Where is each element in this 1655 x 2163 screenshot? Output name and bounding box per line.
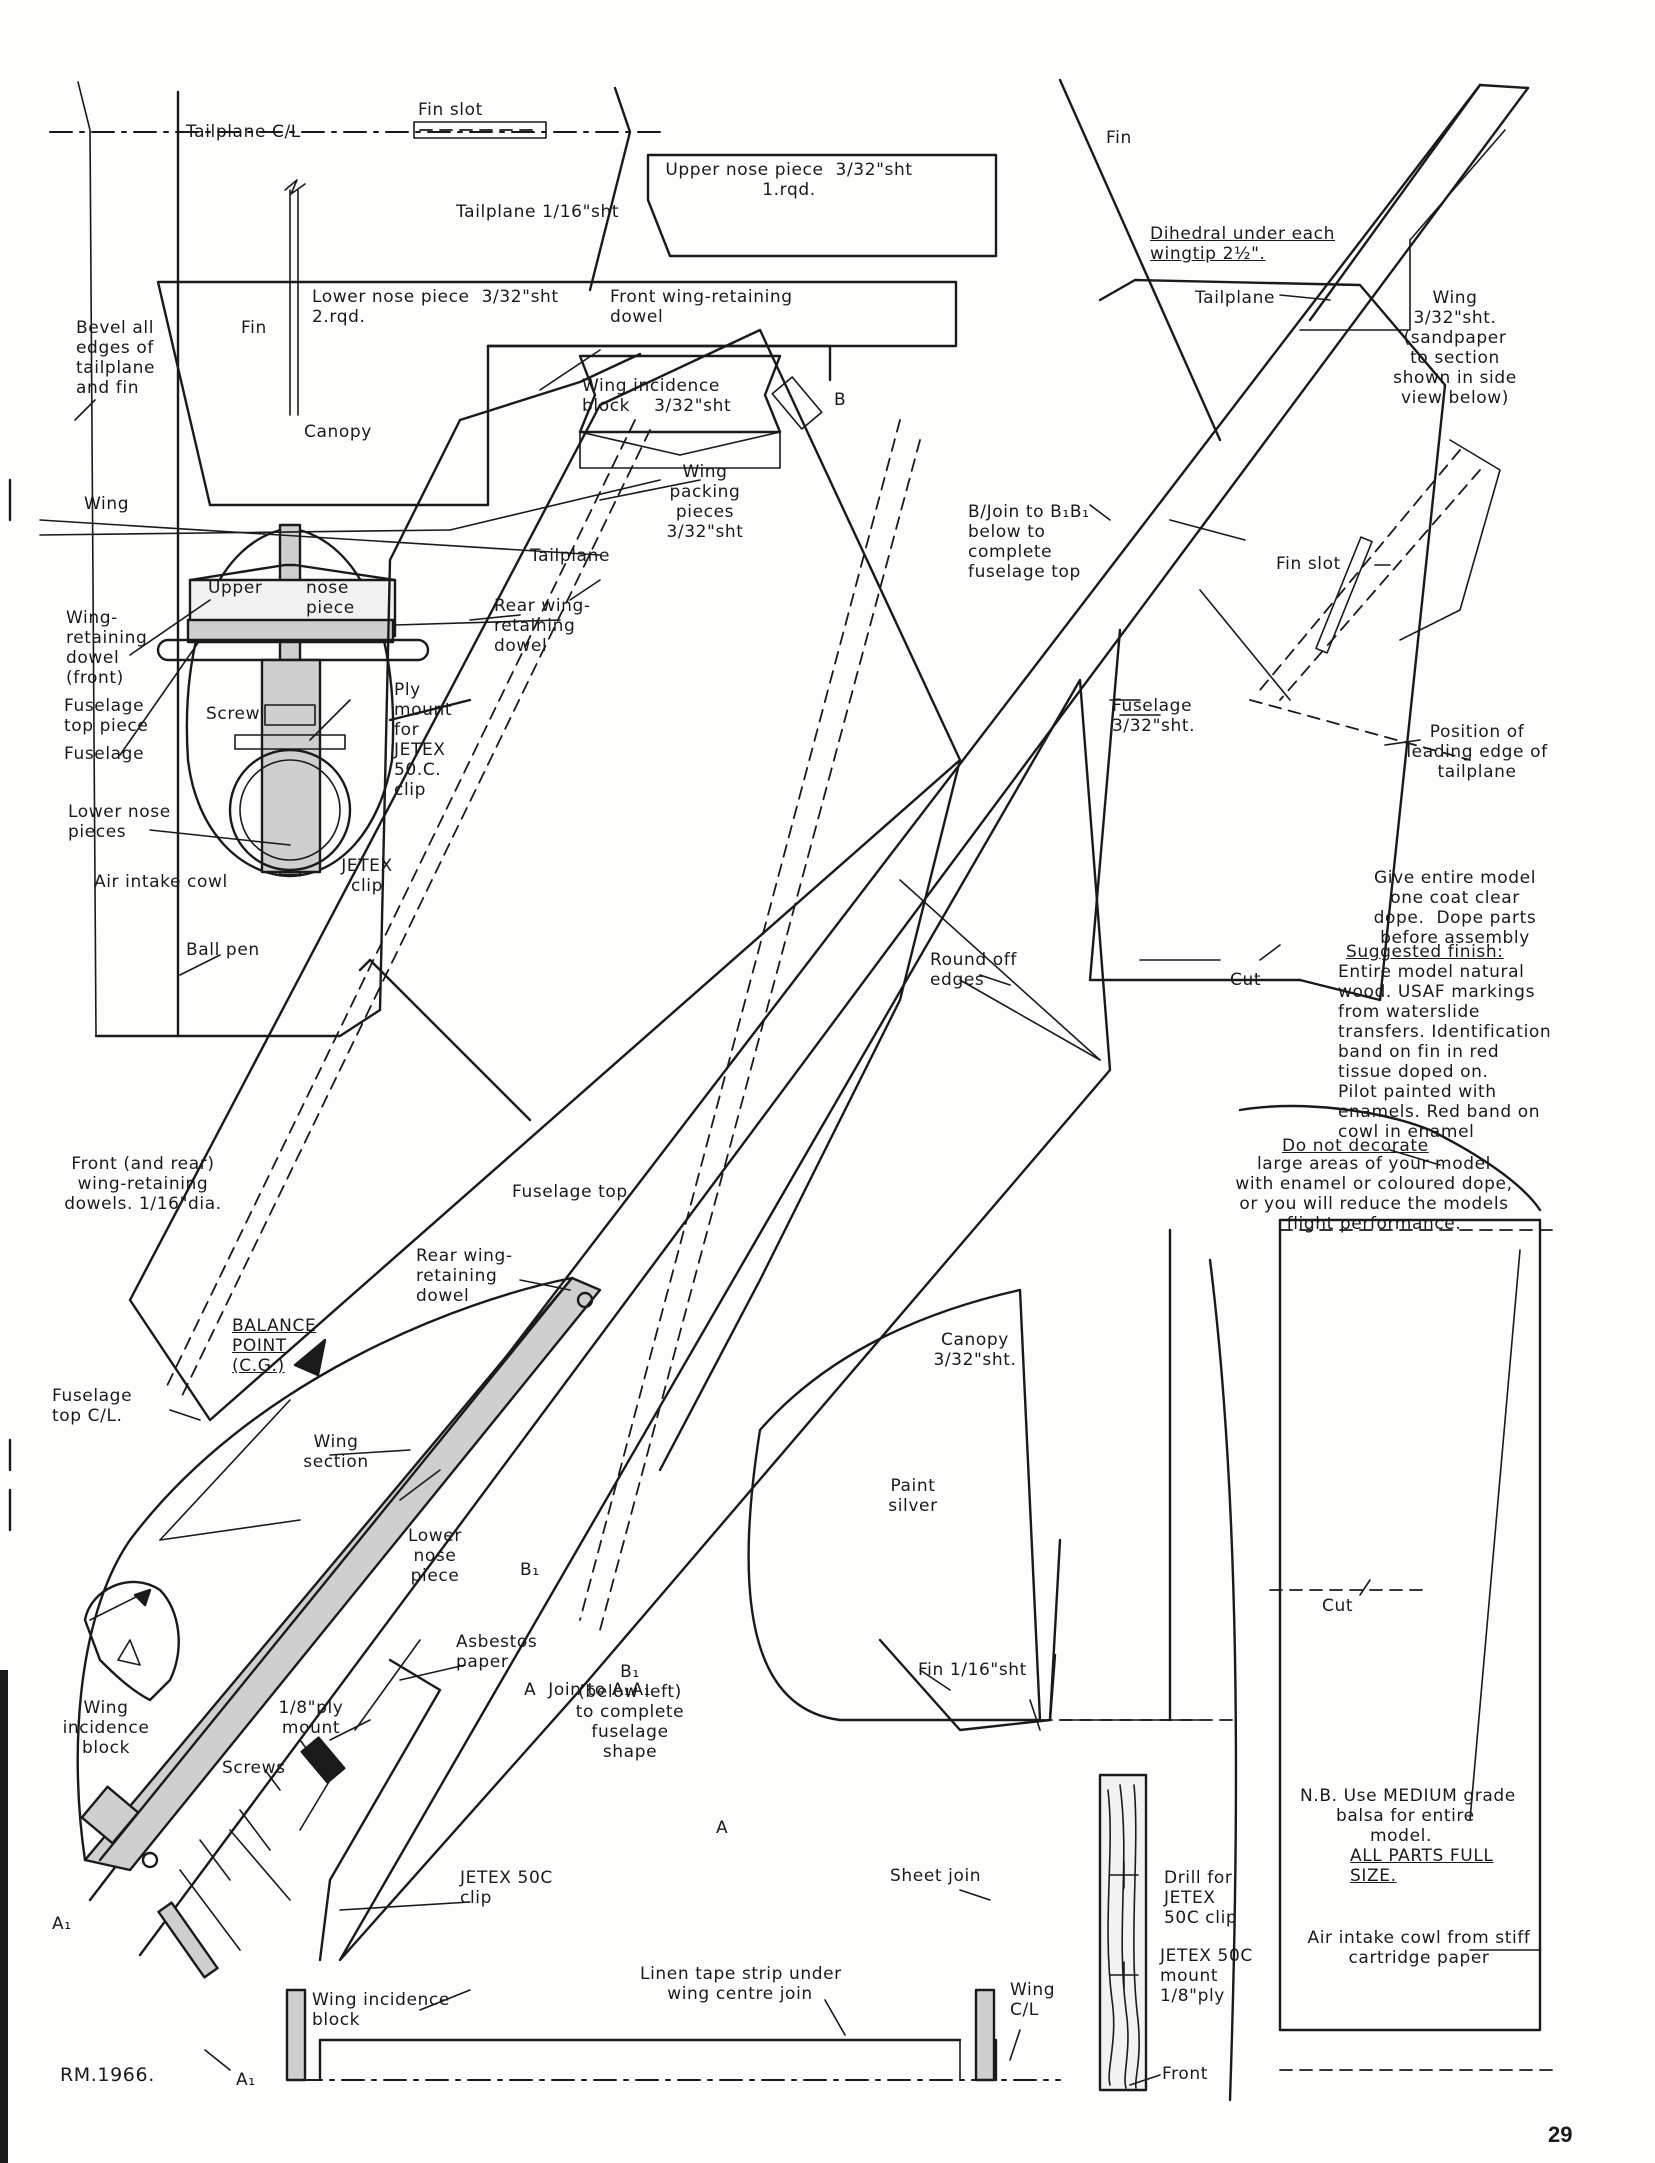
paint-silver-label: Paint silver: [888, 1476, 938, 1516]
nb-body: balsa for entire model.: [1336, 1806, 1475, 1846]
page-number: 29: [1548, 2122, 1573, 2147]
fuselage-label-front-view: Fuselage: [64, 744, 145, 764]
give-entire-model-note: Give entire model one coat clear dope. D…: [1373, 868, 1537, 948]
canopy-label-front-view: Canopy: [304, 422, 372, 442]
fin-slot-label-right: Fin slot: [1276, 554, 1341, 574]
right-wing-panel: [1039, 1104, 1556, 2102]
signature: RM.1966.: [60, 2064, 155, 2086]
front-label: Front: [1162, 2064, 1208, 2084]
a-mark: A: [716, 1818, 729, 1838]
lower-nose-piece-label: Lower nose piece 3/32"sht 2.rqd.: [312, 287, 559, 327]
cut-label-top: Cut: [1230, 970, 1262, 990]
ball-pen-label: Ball pen: [186, 940, 260, 960]
fuselage-sheet-label: Fuselage 3/32"sht.: [1112, 696, 1196, 736]
front-view-frame: [94, 352, 642, 1038]
jetex-clip-label: JETEX clip: [341, 856, 393, 896]
tailplane-cl-label: Tailplane C/L: [186, 122, 301, 142]
air-intake-cowl-label: Air intake cowl: [94, 872, 228, 892]
canopy-sheet-label: Canopy 3/32"sht.: [933, 1330, 1017, 1370]
lower-nose-piece-outline: [156, 280, 958, 507]
fin-label-top-right: Fin: [1106, 128, 1132, 148]
wing-retaining-dowel-front-label: Wing- retaining dowel (front): [66, 608, 148, 688]
fuselage-top-cl-label: Fuselage top C/L.: [52, 1386, 133, 1426]
ply-mount-label: Ply mount for JETEX 50.C. clip: [394, 680, 453, 800]
all-parts-full-size-label: ALL PARTS FULL SIZE.: [1350, 1846, 1494, 1886]
b-mark-top: B: [834, 390, 847, 410]
screws-label: Screws: [222, 1758, 286, 1778]
join-b-label: B/Join to B₁B₁ below to complete fuselag…: [968, 502, 1090, 582]
tailplane-label-right: Tailplane: [1195, 288, 1275, 308]
upper-label: Upper: [208, 578, 263, 598]
cut-label-bottom: Cut: [1322, 1596, 1354, 1616]
ply-mount-side-label: 1/8"ply mount: [278, 1698, 344, 1738]
wing-incidence-block-bottom-label: Wing incidence block: [312, 1990, 450, 2030]
wing-sheet-label: Wing 3/32"sht. (sandpaper to section sho…: [1393, 288, 1517, 408]
wing-incidence-block-label-top: Wing incidence block 3/32"sht: [582, 376, 732, 416]
b1-below-label: B₁ (below left) to complete fuselage sha…: [575, 1662, 685, 1762]
a1-mark-bottom: A₁: [236, 2070, 256, 2090]
balance-point-arrow: [293, 1338, 327, 1377]
side-view-nose: [76, 1276, 602, 1979]
fuselage-side-parts: [88, 78, 1530, 1962]
tailplane-sheet-label: Tailplane 1/16"sht: [456, 202, 620, 222]
wing-incidence-block-side-label: Wing incidence block: [62, 1698, 150, 1758]
suggested-finish-note: Entire model natural wood. USAF markings…: [1338, 962, 1552, 1142]
fuselage-top-piece-label: Fuselage top piece: [64, 696, 149, 736]
rear-wing-dowel-side-label: Rear wing- retaining dowel: [416, 1246, 513, 1306]
bevel-edges-label: Bevel all edges of tailplane and fin: [76, 318, 156, 398]
wing-cl-label: Wing C/L: [1010, 1980, 1056, 2020]
wing-section-label: Wing section: [303, 1432, 369, 1472]
do-not-decorate-note: large areas of your model with enamel or…: [1235, 1154, 1513, 1234]
fin-sheet-label: Fin 1/16"sht: [918, 1660, 1027, 1680]
sheet-join-label: Sheet join: [890, 1866, 982, 1886]
front-wing-dowel-label: Front wing-retaining dowel: [610, 287, 793, 327]
dihedral-label: Dihedral under each wingtip 2½".: [1150, 224, 1335, 264]
drill-for-label: Drill for JETEX 50C clip: [1164, 1868, 1238, 1928]
asbestos-paper-label: Asbestos paper: [456, 1632, 538, 1672]
wing-incidence-block-shapes: [578, 354, 823, 469]
tailplane-label-mid: Tailplane: [530, 546, 610, 566]
tailplane-centreline: [49, 81, 661, 1038]
fin-slot-label-top: Fin slot: [418, 100, 483, 120]
suggested-finish-title: Suggested finish:: [1346, 942, 1504, 962]
do-not-decorate-title: Do not decorate: [1282, 1136, 1429, 1156]
round-off-edges-label: Round off edges: [930, 950, 1017, 990]
jetex-mount-ply: [1098, 1773, 1148, 2092]
balance-point-label: BALANCE POINT (C.G.): [232, 1316, 317, 1376]
linen-tape-label: Linen tape strip under wing centre join: [640, 1964, 842, 2004]
nose-piece-label: nose piece: [306, 578, 355, 618]
position-leading-edge-label: Position of leading edge of tailplane: [1406, 722, 1548, 782]
rear-wing-dowel-front-label: Rear wing- retaining dowel: [494, 596, 591, 656]
leader-lines: [74, 294, 1541, 2086]
a1-mark-left: A₁: [52, 1914, 72, 1934]
screw-label: Screw: [206, 704, 261, 724]
fin-label-front-view: Fin: [241, 318, 267, 338]
join-a-label: A Join to A₁A₁: [524, 1680, 652, 1700]
jetex-50c-mount-label: JETEX 50C mount 1/8"ply: [1160, 1946, 1253, 2006]
upper-nose-piece: [646, 153, 998, 258]
bottom-wing-centreline: [204, 1988, 1061, 2082]
front-view-fuselage: [39, 479, 701, 878]
nb-title: N.B. Use MEDIUM grade: [1300, 1786, 1516, 1806]
front-rear-dowels-label: Front (and rear) wing-retaining dowels. …: [64, 1154, 222, 1214]
b1-mark: B₁: [520, 1560, 540, 1580]
wing-label-front-view: Wing: [84, 494, 130, 514]
lower-nose-piece-side-label: Lower nose piece: [408, 1526, 462, 1586]
wing-packing-label: Wing packing pieces 3/32"sht: [666, 462, 744, 542]
lower-nose-pieces-label: Lower nose pieces: [68, 802, 171, 842]
upper-nose-piece-label: Upper nose piece 3/32"sht 1.rqd.: [665, 160, 913, 200]
jetex-50c-clip-label: JETEX 50C clip: [460, 1868, 553, 1908]
page-edge-bar: [0, 1670, 8, 2163]
air-intake-cowl-note: Air intake cowl from stiff cartridge pap…: [1307, 1928, 1531, 1968]
fuselage-top-label: Fuselage top: [512, 1182, 628, 1202]
